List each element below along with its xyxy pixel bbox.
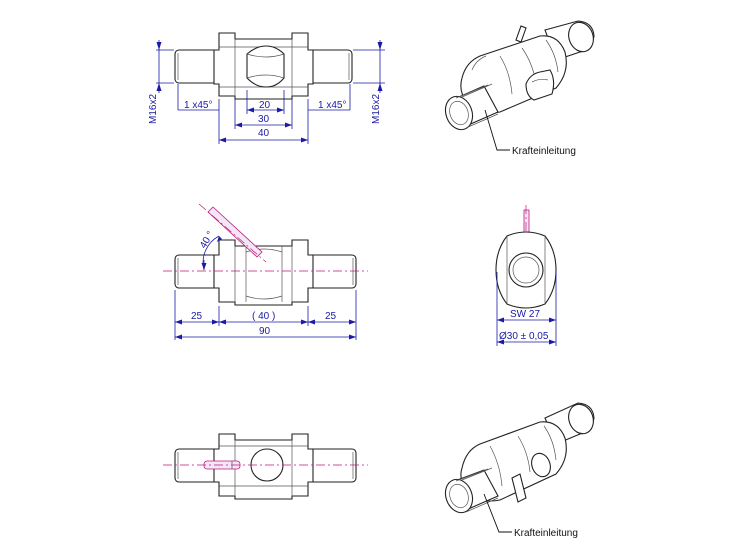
iso-stud-bottom xyxy=(444,478,474,514)
dim-25-right: 25 xyxy=(325,311,337,322)
dim-90: 90 xyxy=(259,326,271,337)
front-view: M16x2 M16x2 1 x45° 1 x45° 20 30 40 xyxy=(148,32,385,144)
bottom-view xyxy=(163,433,368,500)
left-stud xyxy=(174,49,220,84)
iso-stud-top xyxy=(444,95,474,131)
across-flats-label: SW 27 xyxy=(510,309,540,320)
section-right-stud xyxy=(307,254,357,289)
center-window xyxy=(246,45,285,88)
dim-30: 30 xyxy=(258,114,270,125)
bottom-right-stud xyxy=(307,448,357,483)
diameter-label: Ø30 ± 0,05 xyxy=(499,331,549,342)
end-view-pin xyxy=(523,209,530,233)
dim-40: 40 xyxy=(258,128,270,139)
dim-25-left: 25 xyxy=(191,311,203,322)
section-body xyxy=(213,239,314,306)
right-stud xyxy=(307,49,353,84)
angle-label: 40 ° xyxy=(198,229,216,250)
dim-40-ref: ( 40 ) xyxy=(252,311,275,322)
chamfer-left-label: 1 x45° xyxy=(184,100,212,111)
isometric-view-bottom: Krafteinleitung xyxy=(444,402,595,539)
chamfer-right-label: 1 x45° xyxy=(318,100,346,111)
iso-top-label: Krafteinleitung xyxy=(512,146,576,157)
end-view: SW 27 Ø30 ± 0,05 xyxy=(495,205,557,346)
dim-20: 20 xyxy=(259,100,271,111)
isometric-view-top: Krafteinleitung xyxy=(444,20,595,157)
end-view-bore xyxy=(508,252,544,288)
thread-left-label: M16x2 xyxy=(148,94,159,124)
thread-right-label: M16x2 xyxy=(371,94,382,124)
section-left-stud xyxy=(174,254,220,289)
iso-bottom-label: Krafteinleitung xyxy=(514,528,578,539)
section-view: 40 ° 25 ( 40 ) 25 90 xyxy=(163,203,368,340)
angled-pin xyxy=(207,206,263,258)
